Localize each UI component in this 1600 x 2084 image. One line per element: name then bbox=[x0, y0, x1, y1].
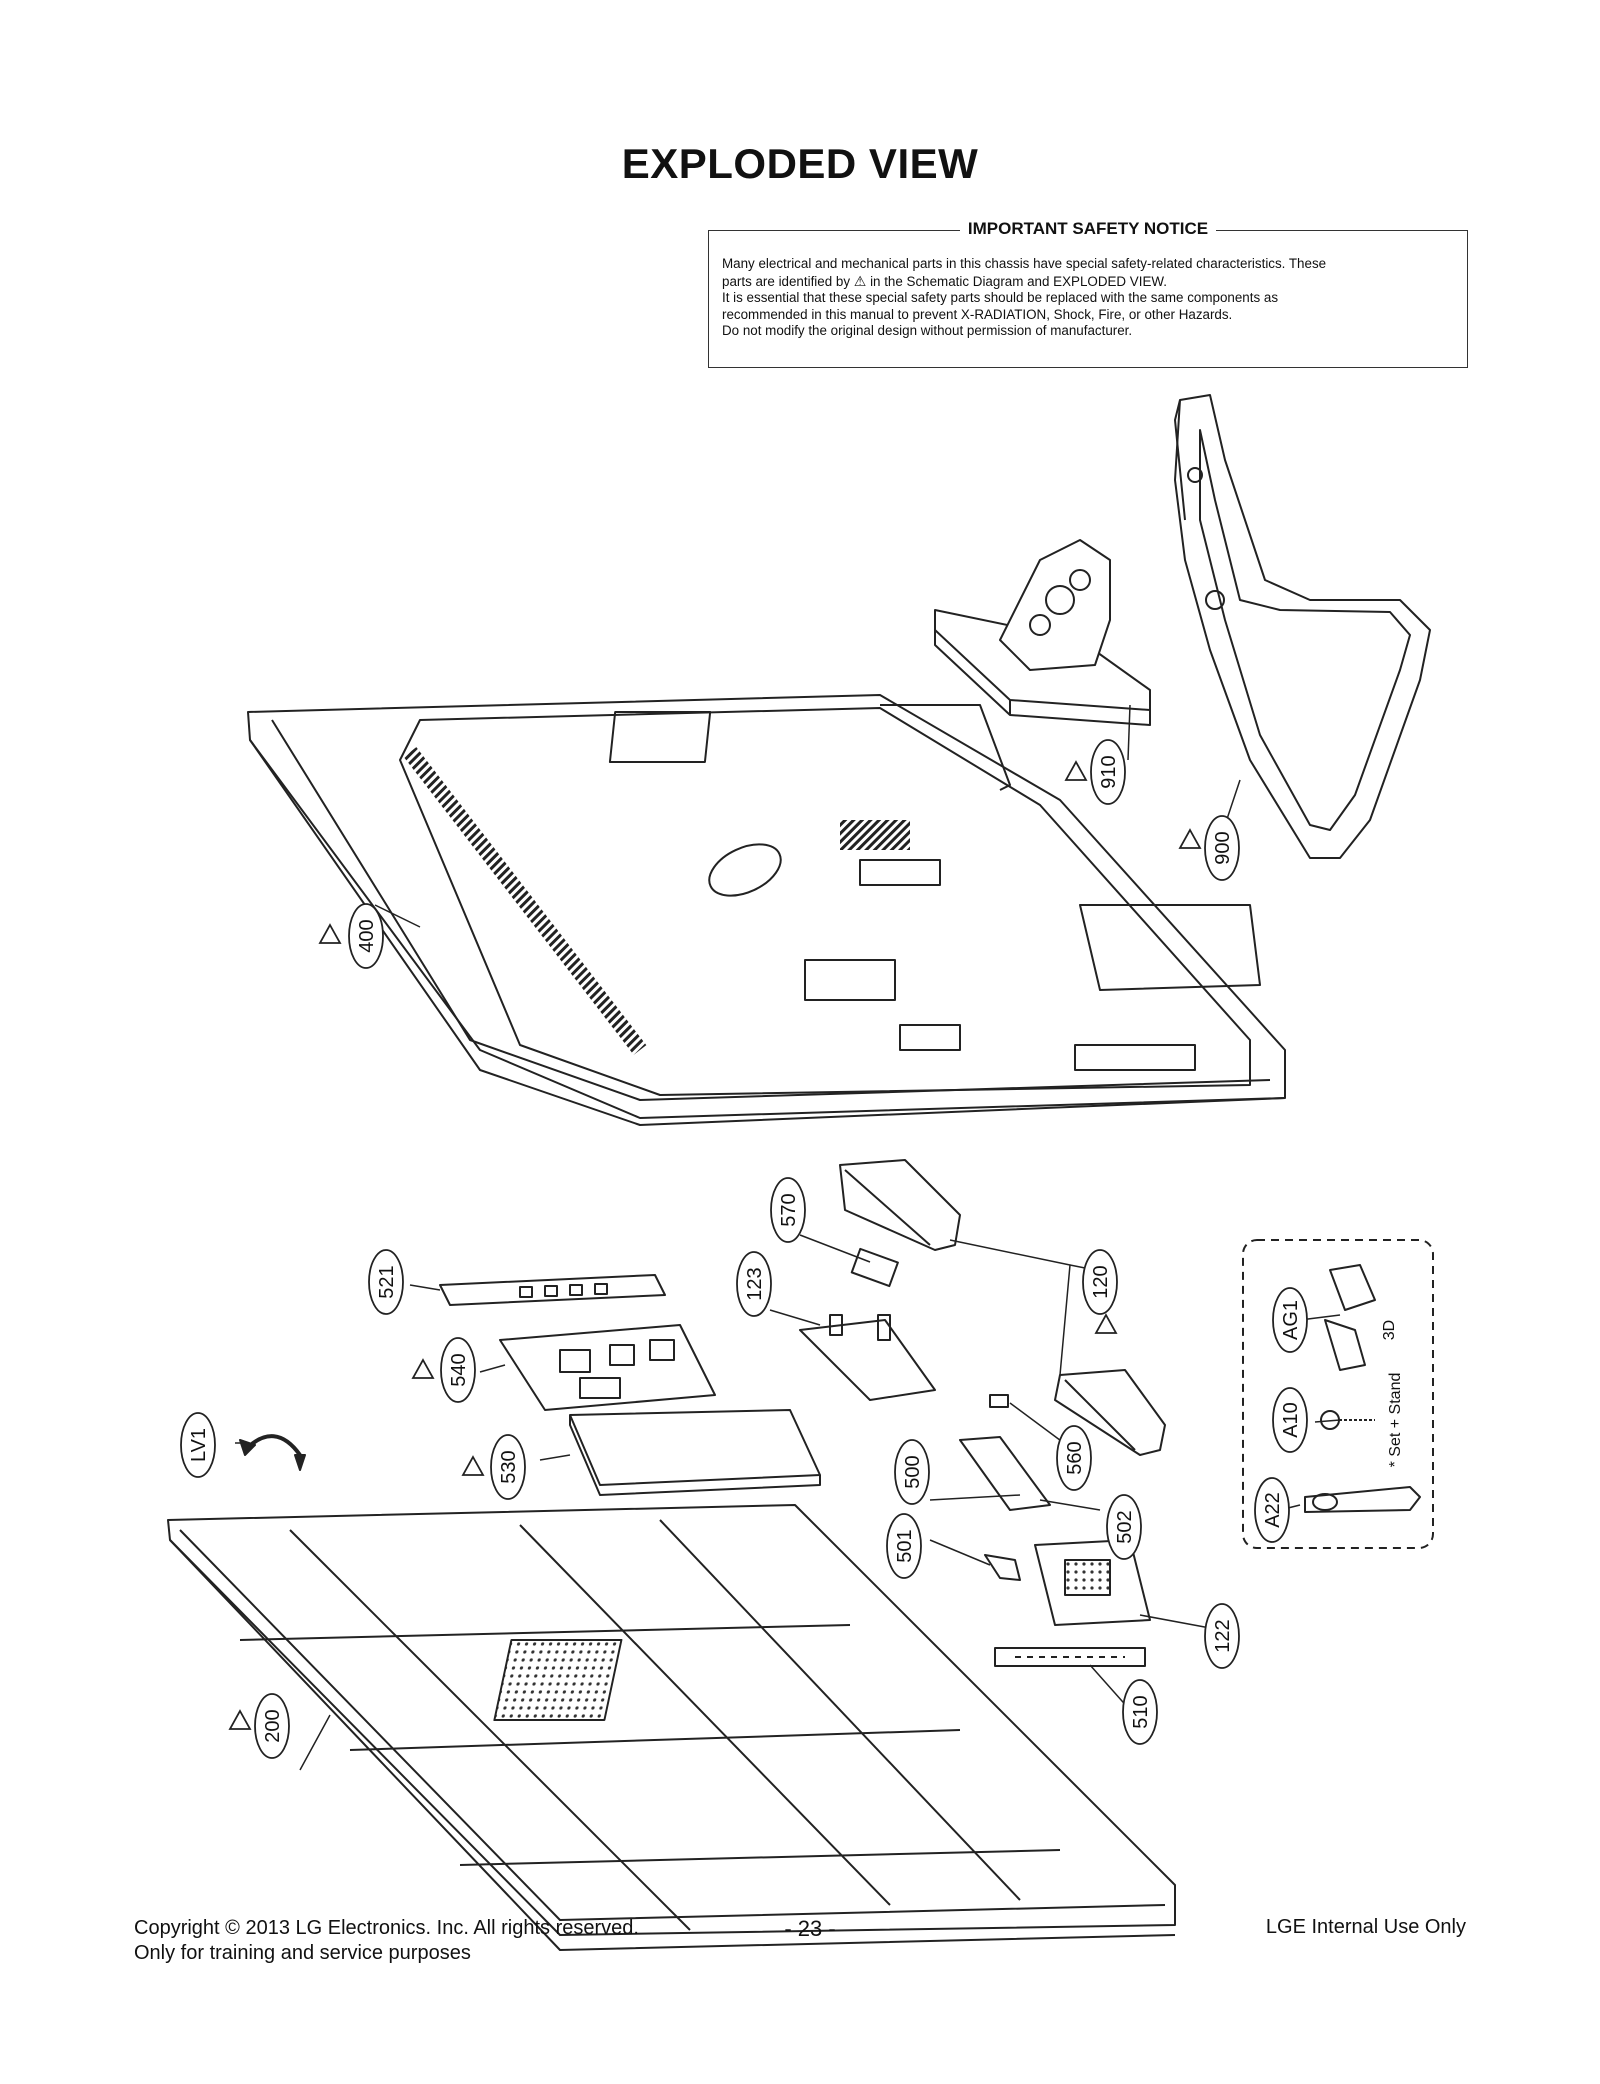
safety-notice-line3: It is essential that these special safet… bbox=[722, 290, 1279, 305]
safety-notice-line2: parts are identified by ⚠ in the Schemat… bbox=[722, 273, 1454, 291]
callout-900: 900 bbox=[1204, 815, 1240, 881]
footer-copyright: Copyright © 2013 LG Electronics. Inc. Al… bbox=[134, 1916, 639, 1966]
callout-ag1-label: AG1 bbox=[1280, 1300, 1302, 1340]
warning-triangle-icon: ⚠ bbox=[853, 272, 867, 289]
terminal-510 bbox=[994, 1647, 1146, 1667]
safety-notice-heading: IMPORTANT SAFETY NOTICE bbox=[959, 219, 1217, 238]
safety-notice-line2b: in the Schematic Diagram and EXPLODED VI… bbox=[870, 273, 1168, 289]
callout-540-label: 540 bbox=[448, 1353, 470, 1386]
speaker-bottom bbox=[1054, 1369, 1166, 1456]
warning-triangle-icon bbox=[228, 1709, 252, 1730]
footer-copyright-line1: Copyright © 2013 LG Electronics. Inc. Al… bbox=[134, 1917, 639, 1939]
callout-200: 200 bbox=[254, 1693, 290, 1759]
safety-notice-body: Many electrical and mechanical parts in … bbox=[722, 256, 1454, 340]
accessory-box bbox=[1242, 1239, 1434, 1549]
callout-570-label: 570 bbox=[778, 1193, 800, 1226]
leader-lines bbox=[235, 704, 1341, 1771]
stand-neck-bracket bbox=[934, 539, 1151, 726]
display-panel bbox=[167, 1504, 1176, 1951]
callout-122: 122 bbox=[1204, 1603, 1240, 1669]
warning-triangle-icon bbox=[318, 923, 342, 944]
callout-200-label: 200 bbox=[262, 1709, 284, 1742]
warning-triangle-icon bbox=[1064, 760, 1088, 781]
board-122 bbox=[1034, 1539, 1151, 1626]
note-3d: 3D bbox=[1381, 1320, 1398, 1340]
ir-board-570 bbox=[850, 1247, 899, 1288]
warning-marks bbox=[228, 760, 1202, 1730]
callout-521-label: 521 bbox=[376, 1265, 398, 1298]
callout-501: 501 bbox=[886, 1513, 922, 1579]
safety-notice-box: IMPORTANT SAFETY NOTICE Many electrical … bbox=[708, 219, 1468, 368]
callout-521: 521 bbox=[368, 1249, 404, 1315]
page-title: EXPLODED VIEW bbox=[621, 140, 979, 187]
safety-notice-line5: Do not modify the original design withou… bbox=[722, 323, 1133, 338]
callout-510: 510 bbox=[1122, 1679, 1158, 1745]
callout-530: 530 bbox=[490, 1434, 526, 1500]
callout-560-label: 560 bbox=[1064, 1441, 1086, 1474]
callout-502: 502 bbox=[1106, 1494, 1142, 1560]
bracket-500 bbox=[959, 1436, 1051, 1511]
warning-triangle-icon bbox=[461, 1455, 485, 1476]
small-board-560 bbox=[989, 1394, 1009, 1408]
callout-540: 540 bbox=[440, 1337, 476, 1403]
callout-400-label: 400 bbox=[356, 919, 378, 952]
stand-base bbox=[1174, 394, 1431, 859]
lv1-arrow bbox=[239, 1434, 306, 1471]
board-123 bbox=[799, 1314, 936, 1401]
page-number: - 23 - bbox=[784, 1916, 836, 1941]
callout-lv1-label: LV1 bbox=[188, 1428, 210, 1462]
safety-notice-line1: Many electrical and mechanical parts in … bbox=[722, 256, 1327, 271]
callout-400: 400 bbox=[348, 903, 384, 969]
main-board-540 bbox=[499, 1324, 716, 1411]
warning-triangle-icon bbox=[411, 1358, 435, 1379]
callout-a10: A10 bbox=[1272, 1387, 1308, 1453]
callout-910: 910 bbox=[1090, 739, 1126, 805]
callout-122-label: 122 bbox=[1212, 1619, 1234, 1652]
callout-510-label: 510 bbox=[1130, 1695, 1152, 1728]
callout-900-label: 900 bbox=[1212, 831, 1234, 864]
note-set-stand: * Set + Stand bbox=[1387, 1373, 1404, 1468]
3d-glasses bbox=[1324, 1264, 1376, 1371]
callout-570: 570 bbox=[770, 1177, 806, 1243]
screw-a10 bbox=[1320, 1410, 1375, 1430]
safety-notice-line4: recommended in this manual to prevent X-… bbox=[722, 306, 1233, 322]
callout-500: 500 bbox=[894, 1439, 930, 1505]
callout-a10-label: A10 bbox=[1280, 1402, 1302, 1438]
control-board-521 bbox=[439, 1274, 666, 1306]
callout-120-label: 120 bbox=[1090, 1265, 1112, 1298]
back-cover bbox=[247, 694, 1286, 1126]
callout-120: 120 bbox=[1082, 1249, 1118, 1315]
callout-502-label: 502 bbox=[1114, 1510, 1136, 1543]
callout-123: 123 bbox=[736, 1251, 772, 1317]
warning-triangle-icon bbox=[1094, 1313, 1118, 1334]
callout-910-label: 910 bbox=[1098, 755, 1120, 788]
footer-copyright-line2: Only for training and service purposes bbox=[134, 1942, 471, 1964]
callout-501-label: 501 bbox=[894, 1529, 916, 1562]
callout-a22: A22 bbox=[1254, 1477, 1290, 1543]
footer-internal-use: LGE Internal Use Only bbox=[1265, 1916, 1466, 1938]
callout-lv1: LV1 bbox=[180, 1412, 216, 1478]
callout-530-label: 530 bbox=[498, 1450, 520, 1483]
speaker-top bbox=[839, 1159, 961, 1251]
callout-123-label: 123 bbox=[744, 1267, 766, 1300]
callout-500-label: 500 bbox=[902, 1455, 924, 1488]
safety-notice-heading-wrap: IMPORTANT SAFETY NOTICE bbox=[709, 219, 1467, 239]
callout-a22-label: A22 bbox=[1262, 1492, 1284, 1528]
bracket-501 bbox=[984, 1554, 1021, 1581]
callout-560: 560 bbox=[1056, 1425, 1092, 1491]
remote-a22 bbox=[1304, 1486, 1421, 1513]
warning-triangle-icon bbox=[1178, 828, 1202, 849]
safety-notice-line2a: parts are identified by bbox=[722, 273, 851, 289]
callout-ag1: AG1 bbox=[1272, 1287, 1308, 1353]
power-supply-530 bbox=[569, 1409, 821, 1496]
